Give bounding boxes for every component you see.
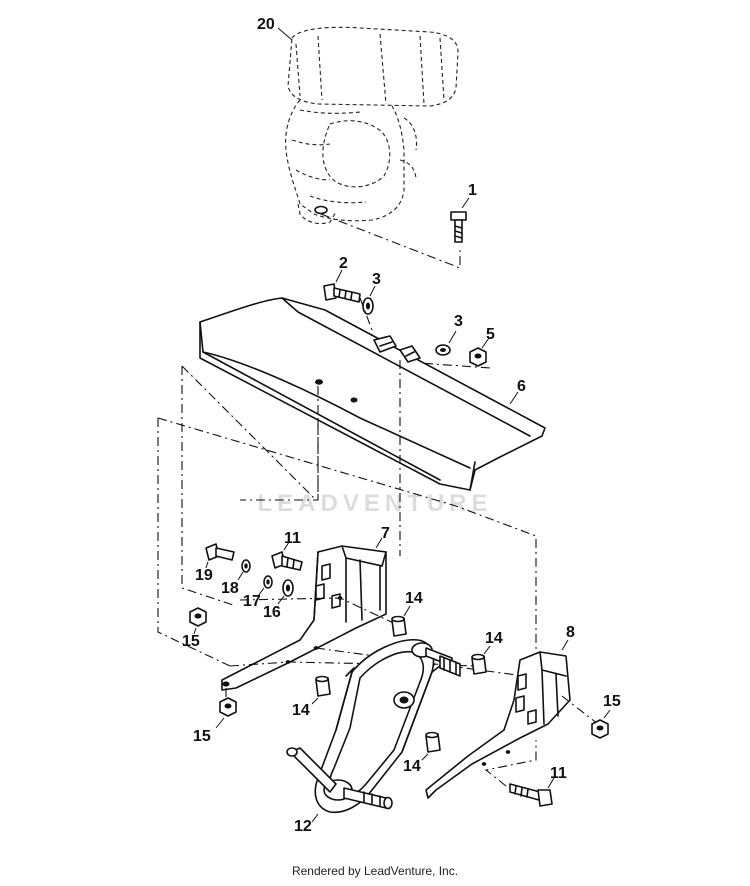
spacer-14c xyxy=(315,675,331,697)
engine-outline xyxy=(285,26,459,225)
callout-12: 12 xyxy=(294,818,312,835)
callout-11a: 11 xyxy=(284,530,301,547)
callout-7: 7 xyxy=(381,525,390,542)
callout-11b: 11 xyxy=(550,765,567,782)
callout-14c: 14 xyxy=(292,702,310,719)
callout-3a: 3 xyxy=(372,271,381,288)
callout-14a: 14 xyxy=(405,590,423,607)
chain-case-12 xyxy=(286,639,461,814)
bolt-2 xyxy=(323,283,361,303)
callout-3b: 3 xyxy=(454,313,463,330)
callout-15b: 15 xyxy=(603,693,621,710)
spacer-14a xyxy=(391,615,407,637)
washer-3a xyxy=(362,297,374,315)
callout-16: 16 xyxy=(263,604,281,621)
callout-14b: 14 xyxy=(485,630,503,647)
bolt-19 xyxy=(205,543,235,561)
nut-5 xyxy=(469,347,487,367)
frame-8 xyxy=(425,651,571,799)
callout-6: 6 xyxy=(517,378,526,395)
callout-20: 20 xyxy=(257,16,275,33)
washer-18 xyxy=(241,559,251,573)
callout-8: 8 xyxy=(566,624,575,641)
bolt-1 xyxy=(450,211,467,243)
callout-15a: 15 xyxy=(182,633,200,650)
callout-5: 5 xyxy=(486,326,495,343)
callout-14d: 14 xyxy=(403,758,421,775)
callout-17: 17 xyxy=(243,593,261,610)
spacer-14d xyxy=(425,731,441,753)
shield-6 xyxy=(199,297,546,491)
nut-15a xyxy=(189,607,207,627)
nut-15c xyxy=(219,697,237,717)
footer-credit: Rendered by LeadVenture, Inc. xyxy=(291,864,459,878)
spacer-14b xyxy=(471,653,487,675)
callout-15c: 15 xyxy=(193,728,211,745)
frame-7 xyxy=(221,545,387,691)
callout-19: 19 xyxy=(195,567,213,584)
bolt-11a xyxy=(271,551,303,571)
callout-1: 1 xyxy=(468,182,477,199)
callout-18: 18 xyxy=(221,580,239,597)
washer-17 xyxy=(263,575,273,589)
watermark: LEADVENTURE xyxy=(257,490,493,517)
bolt-11b xyxy=(509,783,553,807)
nut-15b xyxy=(591,719,609,739)
washer-3b xyxy=(435,344,451,356)
washer-16 xyxy=(282,579,294,597)
callout-2: 2 xyxy=(339,255,348,272)
